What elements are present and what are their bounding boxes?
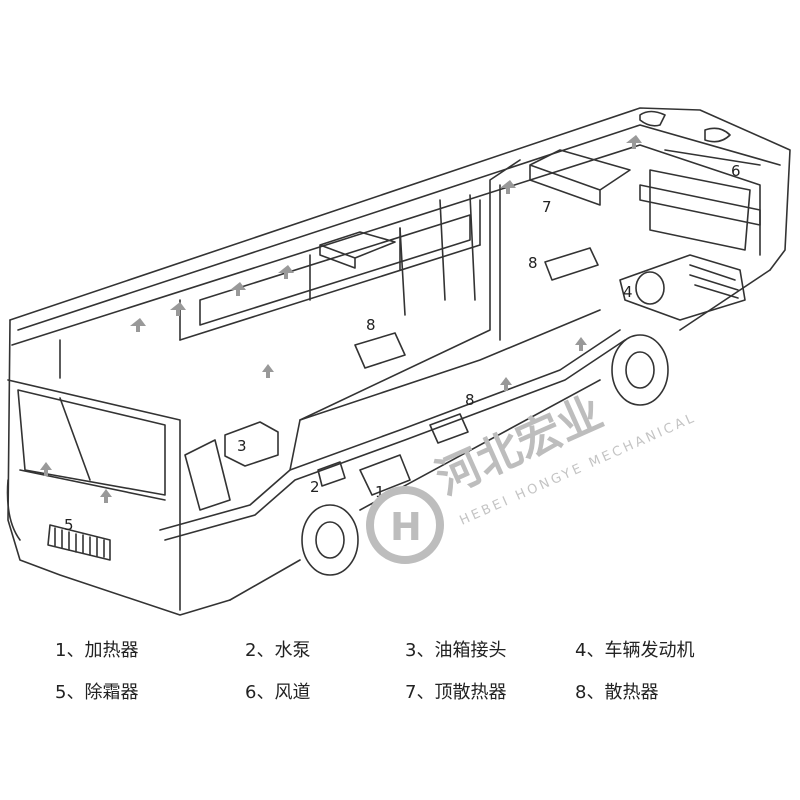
legend-label: 加热器	[84, 640, 139, 661]
legend-item-2: 2、水泵	[245, 636, 310, 662]
legend-label: 风道	[274, 682, 311, 703]
radiator-8a	[354, 332, 406, 369]
callout-6: 6	[731, 162, 741, 180]
bus-left-side-outline	[7, 319, 231, 616]
watermark-logo: H 河北宏业 HEBEI HONGYE MECHANICAL	[366, 387, 699, 564]
legend-item-6: 6、风道	[245, 678, 310, 704]
radiator-8b	[429, 413, 469, 444]
legend-item-4: 4、车辆发动机	[575, 636, 694, 662]
legend-number: 7、	[405, 682, 435, 703]
legend-label: 油箱接头	[434, 640, 507, 661]
callout-3: 3	[237, 437, 247, 455]
callout-7: 7	[542, 198, 552, 216]
defroster-5	[47, 524, 111, 561]
driver-seat	[184, 439, 231, 511]
fuel-connector-3	[224, 421, 279, 467]
heater-1	[359, 454, 411, 496]
rear-wheel	[611, 334, 669, 406]
legend-item-1: 1、加热器	[55, 636, 138, 662]
legend-number: 1、	[55, 640, 85, 661]
legend-item-8: 8、散热器	[575, 678, 658, 704]
legend-label: 散热器	[604, 682, 659, 703]
legend-number: 8、	[575, 682, 605, 703]
callout-5: 5	[64, 516, 74, 534]
windshield	[17, 389, 166, 496]
legend-label: 水泵	[274, 640, 311, 661]
watermark-logo-letter: H	[390, 505, 422, 549]
bus-front-outline	[7, 379, 181, 611]
callout-8-floor: 8	[465, 391, 475, 409]
rear-door	[399, 194, 476, 316]
roof-radiator-unit	[529, 149, 631, 206]
legend-label: 顶散热器	[434, 682, 507, 703]
callout-8-rear: 8	[528, 254, 538, 272]
engine-block	[619, 254, 746, 321]
air-duct-6	[639, 184, 761, 226]
legend-number: 6、	[245, 682, 275, 703]
radiator-8c	[544, 247, 599, 281]
legend-label: 车辆发动机	[604, 640, 695, 661]
callout-8-middle: 8	[366, 316, 376, 334]
callout-1: 1	[375, 483, 385, 501]
callout-2: 2	[310, 478, 320, 496]
legend-item-5: 5、除霜器	[55, 678, 138, 704]
legend-number: 5、	[55, 682, 85, 703]
legend-number: 2、	[245, 640, 275, 661]
heating-pipe-main	[159, 329, 621, 531]
legend-item-3: 3、油箱接头	[405, 636, 506, 662]
bus-heating-system-diagram: 1 2 3 4 5 6 7 8 8 8 H 河北宏业 HEBEI HONGYE …	[6, 107, 791, 616]
legend-number: 3、	[405, 640, 435, 661]
legend-number: 4、	[575, 640, 605, 661]
callout-4: 4	[623, 283, 633, 301]
bus-roof-outline	[9, 107, 791, 321]
front-wheel	[301, 504, 359, 576]
legend-item-7: 7、顶散热器	[405, 678, 506, 704]
legend-label: 除霜器	[84, 682, 139, 703]
legend: 1、加热器 2、水泵 3、油箱接头 4、车辆发动机 5、除霜器 6、风道 7、顶…	[0, 636, 800, 726]
pump-2	[317, 461, 346, 487]
